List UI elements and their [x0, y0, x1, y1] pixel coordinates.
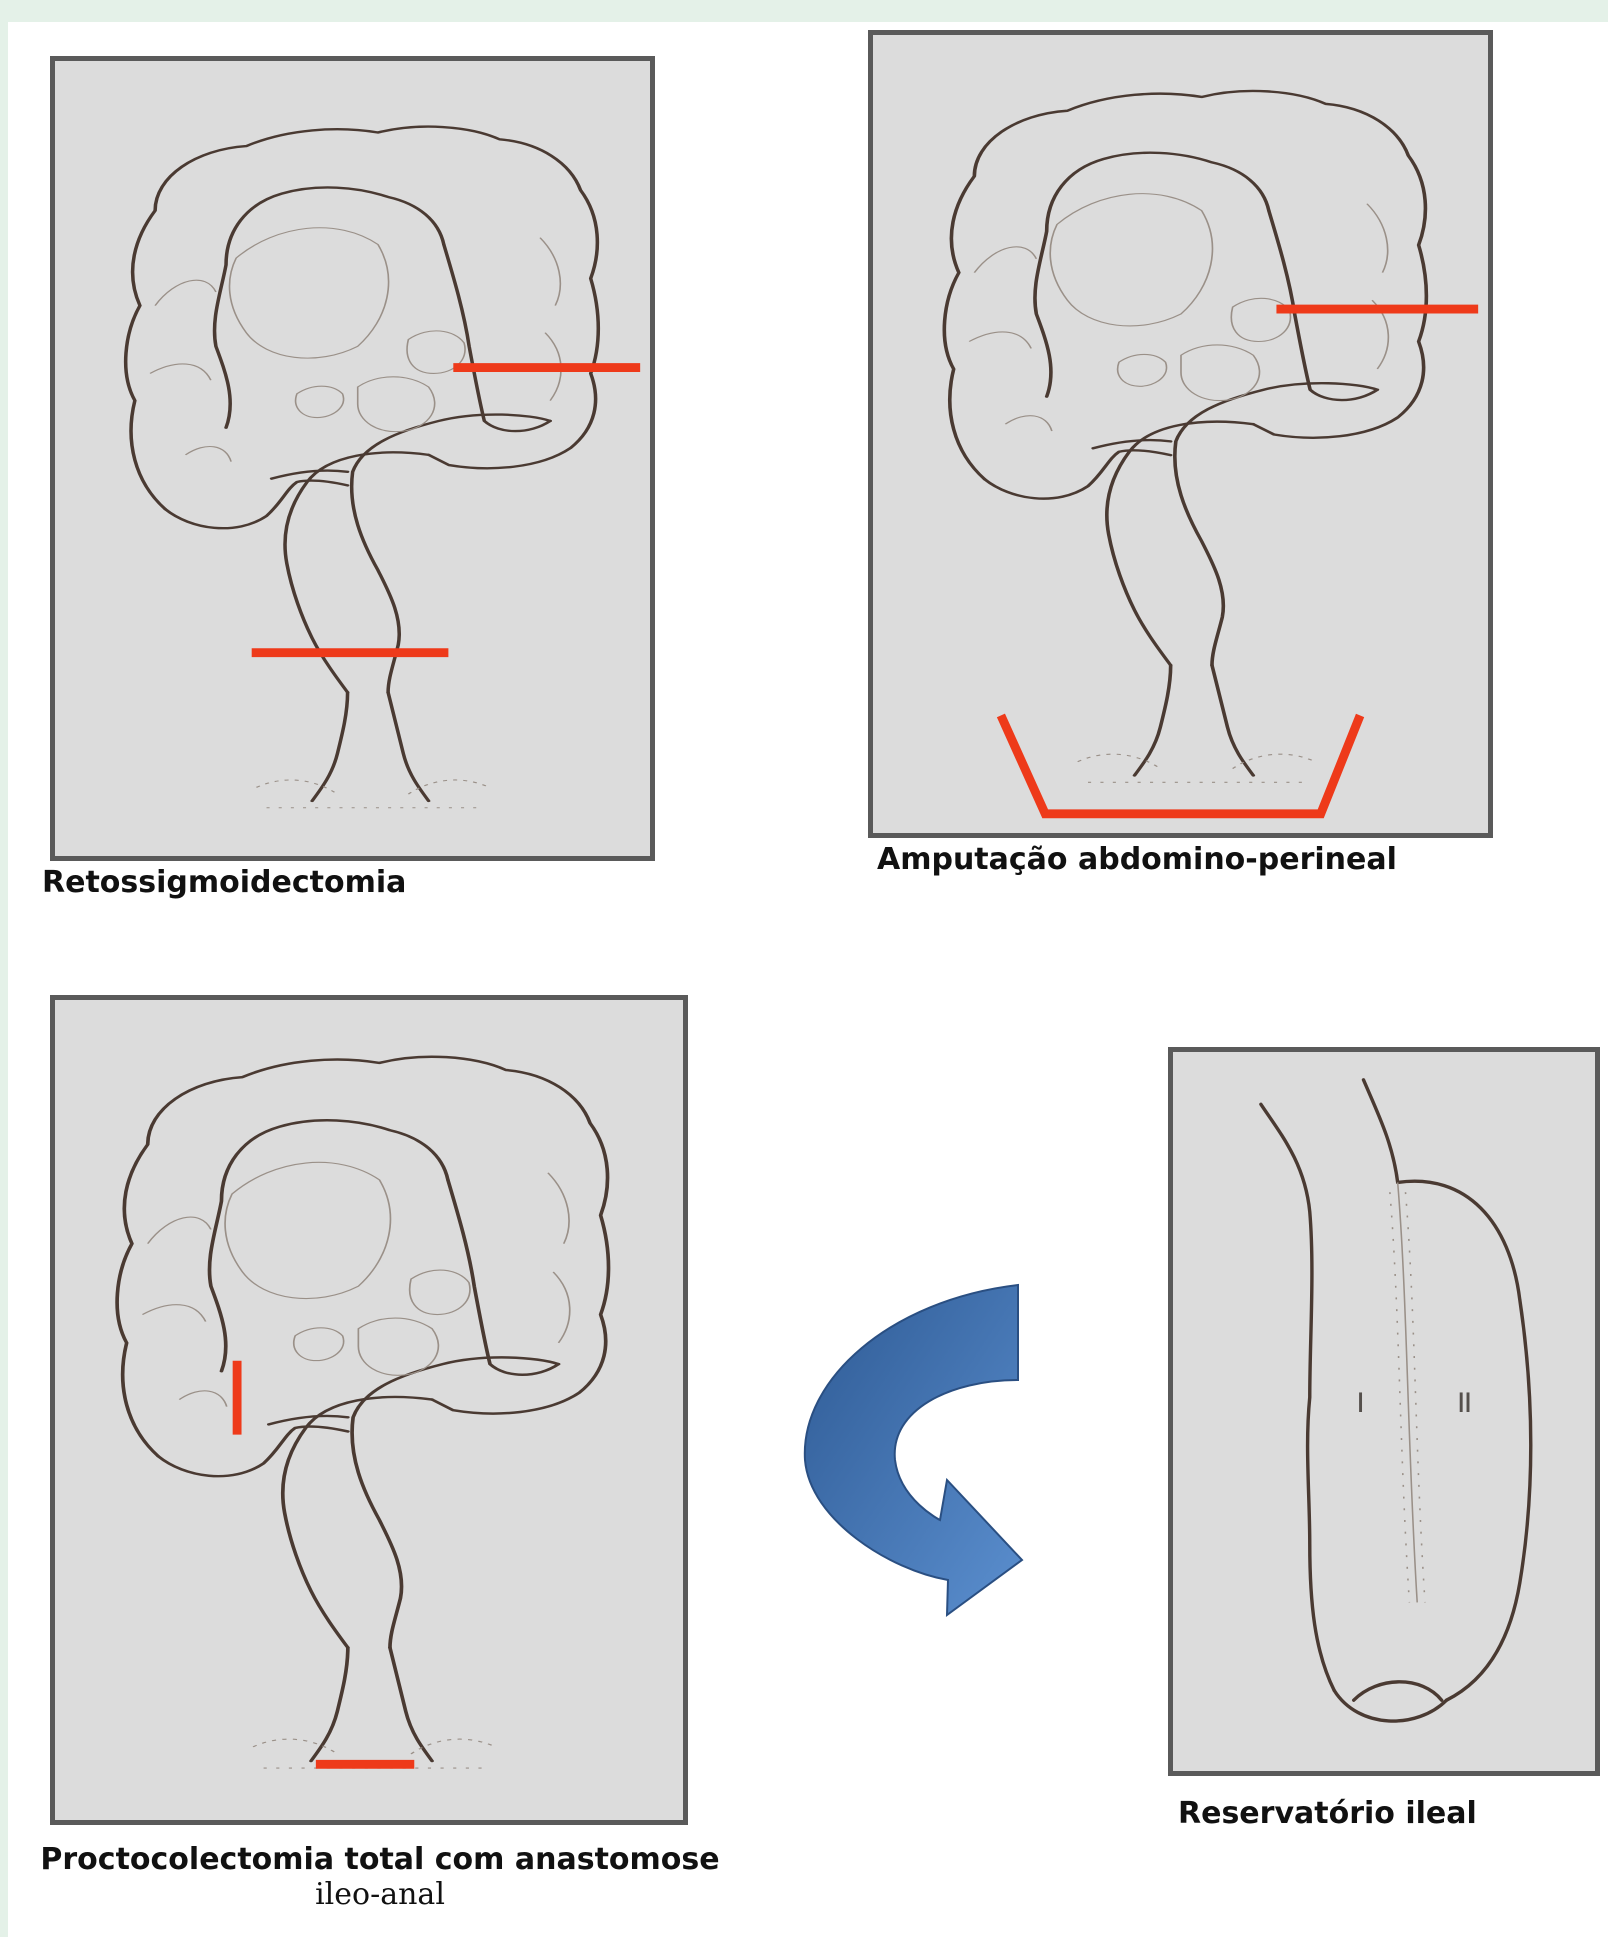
panel-proctocolectomia — [50, 995, 688, 1825]
caption-line-1: Proctocolectomia total com anastomose — [40, 1842, 719, 1877]
panel-reservatorio — [1168, 1047, 1600, 1776]
caption-proctocolectomia: Proctocolectomia total com anastomose il… — [40, 1842, 720, 1912]
caption-retossigmoidectomia: Retossigmoidectomia — [42, 865, 406, 900]
caption-reservatorio: Reservatório ileal — [1178, 1796, 1477, 1831]
caption-amputacao: Amputação abdomino-perineal — [877, 842, 1397, 877]
curved-arrow-icon — [800, 1280, 1030, 1620]
colon-drawing — [873, 35, 1488, 833]
panel-amputacao — [868, 30, 1493, 838]
cut-line-perineal — [1001, 715, 1360, 813]
colon-drawing — [55, 1000, 683, 1820]
ileal-pouch-drawing — [1173, 1052, 1595, 1771]
panel-retossigmoidectomia — [50, 56, 655, 861]
colon-drawing — [55, 61, 650, 856]
caption-line-2: ileo-anal — [40, 1877, 720, 1912]
